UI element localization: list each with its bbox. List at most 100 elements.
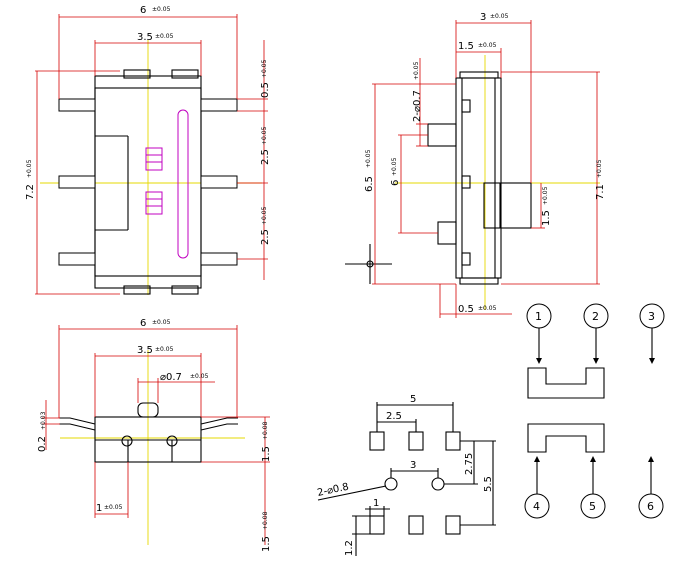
- side-view-dim-body-tol: +0.05: [365, 149, 372, 168]
- side-view-dim-six-tol: +0.05: [391, 157, 398, 176]
- side-view-dim-holes: 2-⌀0.7: [412, 90, 423, 122]
- top-view-terminal-right-1: [200, 98, 238, 112]
- pcb-dim-hole-spacing: 3: [410, 460, 416, 471]
- top-view-dim-width: 6: [140, 5, 146, 16]
- front-view-dim-foot-tol: ±0.05: [104, 504, 123, 511]
- top-view-dim-pin-width-tol: +0.05: [261, 59, 268, 78]
- top-view-dim-pin-width: 0.5: [260, 82, 271, 98]
- front-view-dim-width: 6: [140, 318, 146, 329]
- side-view-terminal: [461, 252, 471, 266]
- top-view-dim-inner: 3.5: [137, 32, 153, 43]
- schematic: 1 2 3 4 5 6: [524, 303, 665, 519]
- top-view-terminal-right-2: [200, 175, 238, 189]
- top-view-dim-inner-tol: ±0.05: [155, 33, 174, 40]
- top-view-lug: [171, 69, 199, 79]
- side-view: 3 ±0.05 1.5 ±0.05 2-⌀0.7 +0.05 6.5 +0.05…: [345, 12, 606, 318]
- arrow-down-icon: [536, 358, 542, 364]
- front-view-lead: [59, 417, 96, 425]
- pcb-dim-pad-h: 1.2: [344, 540, 355, 556]
- front-view-dim-inner-tol: ±0.05: [155, 346, 174, 353]
- top-view-terminal-left-1: [58, 98, 96, 112]
- side-view-dim-actuator-tol: ±0.05: [478, 42, 497, 49]
- pin-3-label: 3: [648, 310, 655, 323]
- side-view-dim-six: 6: [390, 180, 401, 186]
- top-view-dim-height: 7.2: [25, 184, 36, 200]
- top-view-dim-pitch-b: 2.5: [260, 229, 271, 245]
- front-view-dim-height-tol: +0.08: [262, 421, 269, 440]
- pcb-dim-span: 5: [410, 394, 416, 405]
- pin-2-label: 2: [592, 310, 599, 323]
- pin-5-circle: [580, 493, 606, 519]
- top-view-dim-pitch-a-tol: +0.05: [261, 126, 268, 145]
- side-view-dim-total-tol: +0.05: [596, 159, 603, 178]
- front-view-dim-post: ⌀0.7: [160, 372, 182, 383]
- top-view: 6 ±0.05 3.5 ±0.05 7.2 +0.05 0.5 +0.05 2.…: [25, 5, 271, 295]
- top-view-dim-height-tol: +0.05: [26, 159, 33, 178]
- pcb-pad: [445, 515, 461, 535]
- side-view-dim-base-tol: ±0.05: [478, 305, 497, 312]
- pcb-dim-pitch: 2.5: [386, 411, 402, 422]
- top-view-lug: [123, 285, 151, 295]
- pin-6-label: 6: [647, 500, 654, 513]
- front-view-dim-base: 1.5: [261, 536, 272, 552]
- side-view-dim-knob-tol: +0.05: [542, 186, 549, 205]
- pin-1-label: 1: [535, 310, 542, 323]
- arrow-up-icon: [534, 456, 540, 462]
- side-view-post-upper: [427, 123, 457, 147]
- pcb-dim-holes: 2-⌀0.8: [316, 482, 349, 499]
- top-view-slider-slot: [177, 109, 189, 259]
- pcb-dim-vert-total: 5.5: [483, 476, 494, 492]
- front-view-dim-height: 1.5: [261, 446, 272, 462]
- top-view-lug: [123, 69, 151, 79]
- side-view-dim-knob: 1.5: [541, 210, 552, 226]
- front-view-lead: [200, 423, 238, 431]
- side-view-bottom-cap: [459, 277, 499, 285]
- top-view-terminal-right-3: [200, 252, 238, 266]
- side-view-terminal: [461, 99, 471, 113]
- arrow-down-icon: [593, 358, 599, 364]
- front-view-actuator: [137, 402, 159, 418]
- side-view-dim-base: 0.5: [458, 304, 474, 315]
- side-view-dim-width: 3: [480, 12, 486, 23]
- pcb-pad: [369, 515, 385, 535]
- front-view-lead: [59, 423, 96, 431]
- schematic-contact-upper: [527, 367, 605, 399]
- front-view-dim-lead-tol: +0.03: [40, 411, 47, 430]
- pin-4-circle: [524, 493, 550, 519]
- pcb-layout: 5 2.5 3 2-⌀0.8 2.75 5.5 1 1.2: [316, 394, 496, 556]
- arrow-up-icon: [590, 456, 596, 462]
- side-view-dim-total: 7.1: [595, 184, 606, 200]
- schematic-contact-lower: [527, 423, 605, 453]
- front-view-dim-post-tol: ±0.05: [190, 373, 209, 380]
- pcb-hole-left: [384, 477, 398, 491]
- front-view-hole-left: [121, 435, 133, 447]
- pcb-hole-right: [431, 477, 445, 491]
- front-view: 6 ±0.05 3.5 ±0.05 ⌀0.7 ±0.05 0.2 +0.03 1…: [37, 318, 272, 552]
- front-view-dim-foot: 1: [96, 503, 102, 514]
- arrow-up-icon: [648, 456, 654, 462]
- arrow-down-icon: [649, 358, 655, 364]
- side-view-knob: [483, 182, 532, 229]
- pcb-pad: [369, 431, 385, 451]
- top-view-actuator-mark: [145, 147, 163, 171]
- top-view-dim-pitch-a: 2.5: [260, 149, 271, 165]
- side-view-dim-holes-tol: +0.05: [413, 61, 420, 80]
- front-view-dim-width-tol: ±0.05: [152, 319, 171, 326]
- top-view-terminal-left-3: [58, 252, 96, 266]
- side-view-terminal: [461, 175, 471, 189]
- pin-4-label: 4: [533, 500, 540, 513]
- pcb-pad: [445, 431, 461, 451]
- pcb-leader-line: [317, 485, 387, 501]
- pcb-dim-vert-small: 2.75: [464, 453, 475, 475]
- side-view-dim-body: 6.5: [364, 176, 375, 192]
- side-view-post-lower: [437, 221, 457, 245]
- top-view-actuator-mark: [145, 191, 163, 215]
- side-view-top-cap: [459, 71, 499, 79]
- pcb-pad: [408, 515, 424, 535]
- front-view-dim-inner: 3.5: [137, 345, 153, 356]
- front-view-lead: [200, 417, 238, 425]
- side-view-body: [455, 77, 502, 279]
- pcb-dim-pad-w: 1: [373, 498, 379, 509]
- top-view-dim-width-tol: ±0.05: [152, 6, 171, 13]
